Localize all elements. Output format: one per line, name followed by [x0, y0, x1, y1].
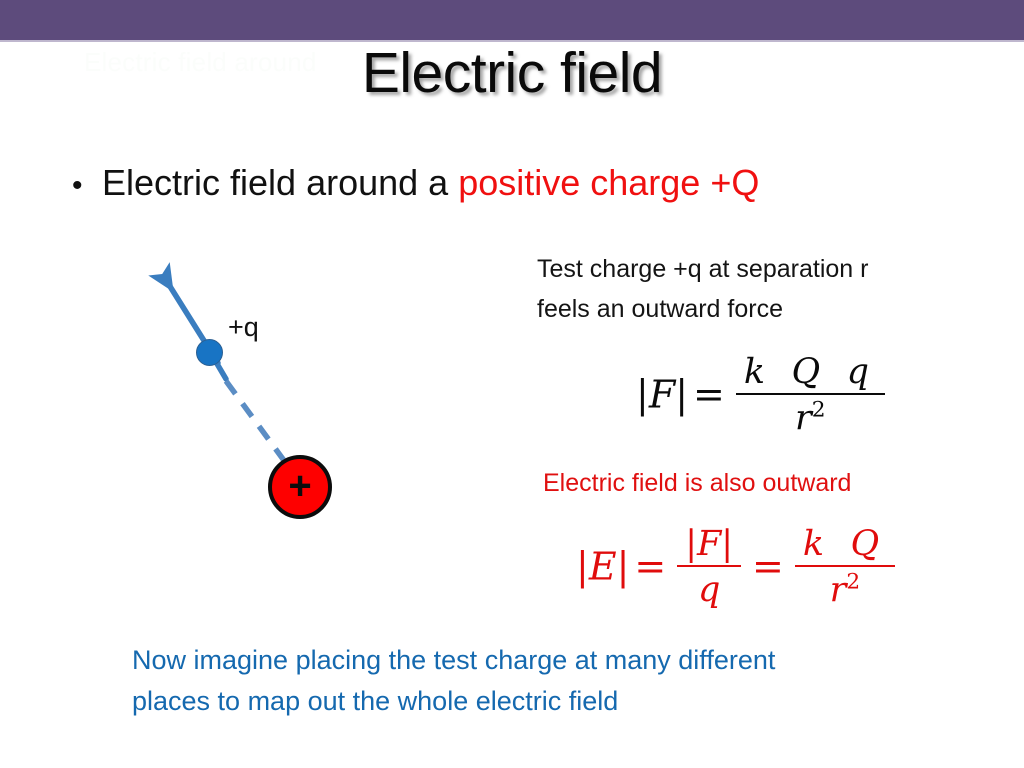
source-charge: [268, 455, 332, 519]
force-denominator-base: r: [795, 397, 812, 438]
test-charge-note-line2: feels an outward force: [537, 295, 783, 323]
equation-coulomb-force: |F|= k Q q r2: [636, 352, 891, 440]
field-bar-close: |: [616, 544, 630, 589]
header-band-edge: [0, 40, 1024, 42]
test-charge-note: Test charge +q at separation r feels an …: [537, 249, 967, 329]
force-denominator-exponent: 2: [811, 397, 826, 423]
field-frac2-denominator-base: r: [829, 569, 847, 610]
field-frac2-denominator-exponent: 2: [846, 569, 861, 595]
closing-note-line1: Now imagine placing the test charge at m…: [132, 645, 776, 675]
bullet-marker-icon: •: [72, 169, 83, 202]
field-bar-open: |: [576, 544, 589, 589]
force-bar-open: |: [636, 372, 649, 417]
bullet-text-plain: Electric field around a: [102, 162, 459, 203]
field-frac1-denominator: q: [677, 564, 742, 610]
field-frac1-numerator: |F|: [685, 524, 734, 564]
test-charge-dot: [196, 339, 223, 366]
bullet-text-emphasis: positive charge +Q: [458, 162, 760, 203]
field-frac2-numerator: k Q: [802, 524, 887, 564]
ghost-text-artifact: Electric field around a: [84, 47, 316, 73]
field-equals-1: =: [634, 544, 667, 589]
field-fraction-2: k Q r2: [794, 524, 895, 610]
page-title: Electric field: [361, 41, 663, 105]
field-symbol: E: [588, 544, 617, 589]
force-equals: =: [693, 372, 725, 417]
force-symbol: F: [648, 372, 676, 417]
field-frac2-denominator: r2: [794, 564, 895, 610]
force-arrow-tail: [213, 359, 229, 382]
force-fraction: k Q q r2: [735, 352, 885, 438]
field-fraction-1: |F| q: [677, 524, 742, 610]
force-numerator: k Q q: [743, 352, 877, 392]
closing-note: Now imagine placing the test charge at m…: [132, 640, 922, 722]
test-charge-label: +q: [228, 312, 259, 342]
equation-electric-field: |E|= |F| q = k Q r2: [576, 524, 901, 612]
test-charge-note-line1: Test charge +q at separation r: [537, 255, 869, 283]
bullet-row: • Electric field around a positive charge…: [72, 160, 972, 209]
header-band: [0, 0, 1024, 40]
force-bar-close: |: [675, 372, 688, 417]
source-charge-sign: +: [288, 464, 312, 508]
field-outward-note: Electric field is also outward: [543, 469, 852, 497]
field-equals-2: =: [752, 544, 784, 589]
force-denominator: r2: [735, 392, 885, 438]
closing-note-line2: places to map out the whole electric fie…: [132, 686, 619, 716]
